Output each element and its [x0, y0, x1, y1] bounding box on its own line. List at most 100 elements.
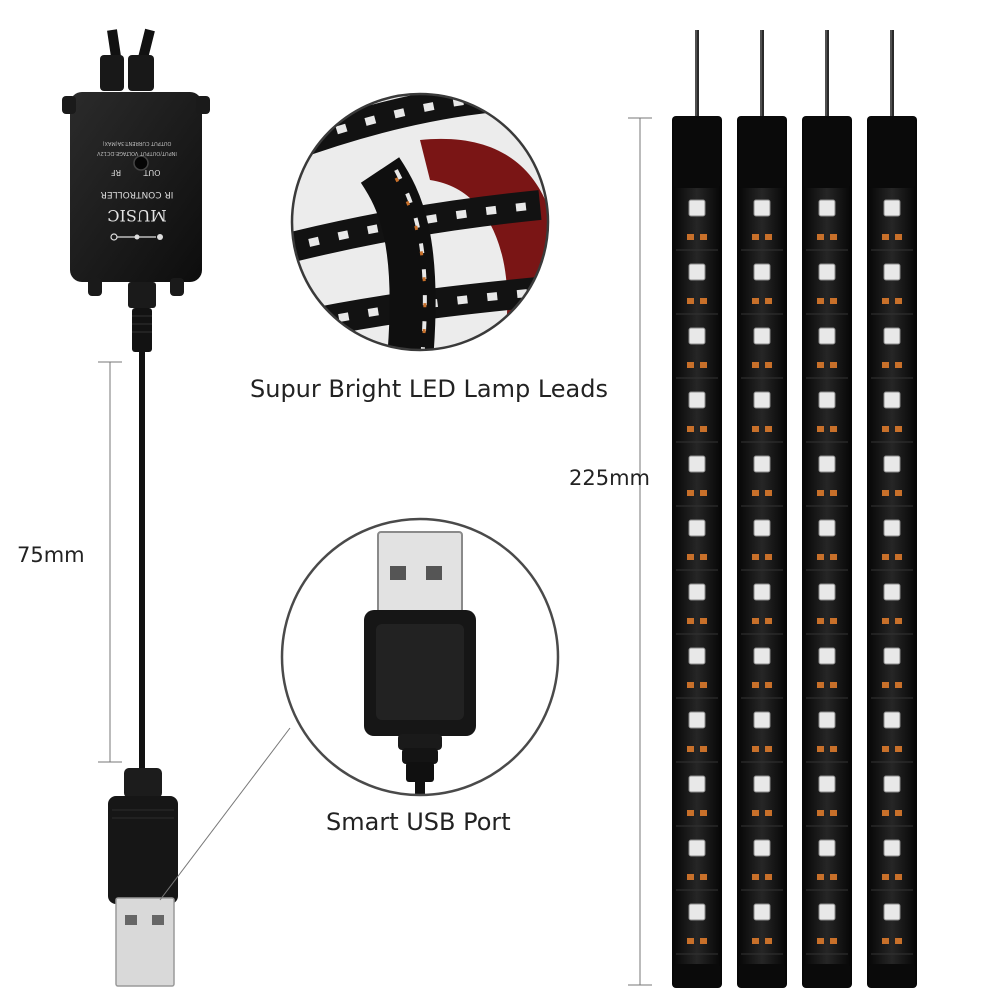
resistor — [687, 618, 694, 624]
led-chip — [883, 711, 901, 729]
resistor — [700, 618, 707, 624]
led-chip — [688, 199, 706, 217]
led-chip — [883, 327, 901, 345]
controller-spec-1: INPUT/OUTPUT VOLTAGE:DC12V — [97, 150, 177, 156]
led-chip — [753, 711, 771, 729]
resistor — [752, 362, 759, 368]
resistor — [895, 234, 902, 240]
led-chip — [688, 711, 706, 729]
led-chip — [753, 583, 771, 601]
resistor — [687, 810, 694, 816]
resistor — [882, 426, 889, 432]
led-chip — [753, 647, 771, 665]
led-chip — [688, 583, 706, 601]
led-chip — [688, 647, 706, 665]
resistor — [895, 490, 902, 496]
resistor — [752, 682, 759, 688]
resistor — [687, 490, 694, 496]
resistor — [765, 490, 772, 496]
resistor — [882, 874, 889, 880]
resistor — [765, 618, 772, 624]
resistor — [830, 426, 837, 432]
resistor — [882, 298, 889, 304]
resistor — [817, 426, 824, 432]
resistor — [882, 554, 889, 560]
resistor — [700, 746, 707, 752]
resistor — [700, 810, 707, 816]
usb-port-caption: Smart USB Port — [326, 808, 511, 836]
controller-port-out: OUT — [143, 168, 160, 177]
dc-symbol-icon — [110, 233, 163, 241]
resistor — [895, 938, 902, 944]
resistor — [882, 362, 889, 368]
resistor — [895, 746, 902, 752]
led-chip — [688, 327, 706, 345]
controller-title: MUSIC — [107, 206, 166, 225]
resistor — [752, 938, 759, 944]
strip-length-label: 225mm — [569, 466, 650, 490]
ir-controller: MUSIC IR CONTROLLER OUT RF INPUT/OUTPUT … — [62, 28, 210, 352]
resistor — [765, 810, 772, 816]
led-chip — [883, 391, 901, 409]
led-chip — [818, 775, 836, 793]
led-chip — [753, 903, 771, 921]
resistor — [830, 298, 837, 304]
resistor — [817, 298, 824, 304]
resistor — [830, 874, 837, 880]
led-chip — [883, 775, 901, 793]
resistor — [687, 362, 694, 368]
resistor — [765, 554, 772, 560]
resistor — [830, 362, 837, 368]
led-chip — [818, 647, 836, 665]
led-chip — [818, 903, 836, 921]
resistor — [700, 426, 707, 432]
resistor — [752, 618, 759, 624]
resistor — [752, 298, 759, 304]
resistor — [752, 874, 759, 880]
led-bar — [737, 30, 787, 988]
resistor — [817, 234, 824, 240]
resistor — [752, 426, 759, 432]
led-chip — [818, 455, 836, 473]
resistor — [830, 234, 837, 240]
led-bar — [802, 30, 852, 988]
resistor — [882, 810, 889, 816]
led-chip — [753, 775, 771, 793]
led-closeup-circle — [290, 92, 550, 352]
led-chip — [753, 519, 771, 537]
resistor — [700, 362, 707, 368]
led-chip — [883, 903, 901, 921]
resistor — [817, 810, 824, 816]
led-chip — [818, 391, 836, 409]
led-chip — [883, 583, 901, 601]
led-bar — [672, 30, 722, 988]
resistor — [817, 490, 824, 496]
resistor — [700, 874, 707, 880]
led-chip — [883, 647, 901, 665]
led-chip — [753, 199, 771, 217]
resistor — [765, 746, 772, 752]
resistor — [817, 554, 824, 560]
resistor — [817, 682, 824, 688]
resistor — [895, 554, 902, 560]
resistor — [687, 682, 694, 688]
led-chip — [688, 839, 706, 857]
resistor — [765, 874, 772, 880]
resistor — [752, 490, 759, 496]
resistor — [752, 234, 759, 240]
led-chip — [688, 519, 706, 537]
resistor — [895, 362, 902, 368]
resistor — [882, 490, 889, 496]
resistor — [882, 234, 889, 240]
resistor — [895, 618, 902, 624]
controller-port-rf: RF — [111, 168, 122, 177]
resistor — [700, 682, 707, 688]
resistor — [830, 938, 837, 944]
led-chip — [883, 199, 901, 217]
resistor — [765, 234, 772, 240]
resistor — [700, 554, 707, 560]
resistor — [752, 746, 759, 752]
led-chip — [883, 263, 901, 281]
resistor — [687, 426, 694, 432]
dimension-225mm — [628, 117, 652, 986]
